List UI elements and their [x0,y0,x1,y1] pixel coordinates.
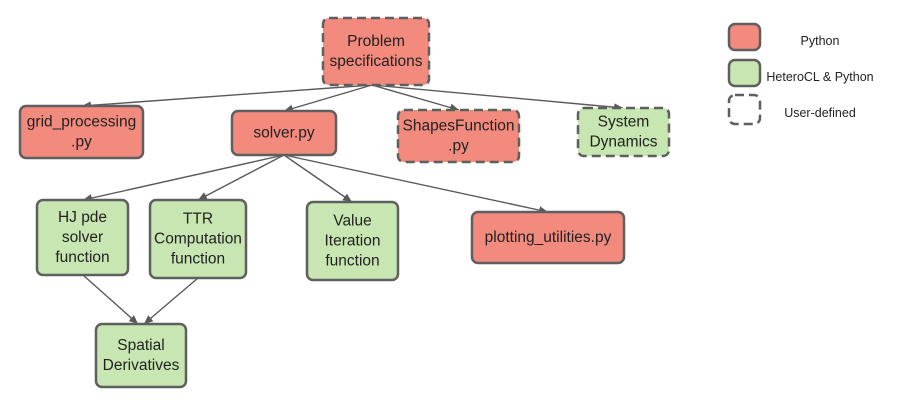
edge-ttr-computation-to-spatial-derivatives [143,277,199,325]
edge-solver-to-plotting-utilities [283,154,549,215]
node-box [18,104,145,160]
edge-solver-to-value-iteration [283,154,353,203]
node-solver[interactable]: solver.py [230,109,338,157]
node-label-line: function [171,251,225,268]
legend-swatch [727,58,762,88]
edge-problem-specifications-to-system-dynamics [371,84,624,112]
node-label-line: ShapesFunction [402,118,514,135]
node-box [576,106,671,158]
edge-solver-to-hj-pde-solver [82,154,285,202]
edge-hj-pde-solver-to-spatial-derivatives [82,274,139,325]
node-label-line: Spatial [117,337,164,354]
node-label-line: Dynamics [589,134,657,151]
node-label-line: Value [333,213,372,230]
node-problem-specifications[interactable]: Problem specifications [321,16,431,87]
node-label-line: solver [62,229,103,246]
node-label-line: .py [448,138,469,155]
edge-problem-specifications-to-shapes-function [371,84,460,112]
edge-problem-specifications-to-solver [283,84,373,113]
edge-problem-specifications-to-grid-processing [81,84,373,110]
node-label-line: grid_processing [27,114,136,131]
node-box [305,200,400,282]
legend-item-heterocl: HeteroCL & Python [727,58,874,88]
node-label-line: Problem [347,33,405,50]
node-label-line: Iteration [324,233,380,250]
node-box [148,198,248,280]
node-plotting-utilities[interactable]: plotting_utilities.py [470,210,626,265]
legend-label: HeteroCL & Python [766,70,873,84]
legend-label: User-defined [784,106,856,120]
node-label-line: TTR [183,211,213,228]
node-label-line: System [598,114,650,131]
legend-item-user-defined: User-defined [727,93,856,126]
legend-item-python: Python [727,22,840,52]
node-box [35,198,130,277]
node-box [396,108,521,164]
node-label-line: solver.py [253,125,314,142]
node-box [321,16,431,87]
edge-solver-to-ttr-computation [197,154,285,201]
node-hj-pde-solver[interactable]: HJ pde solver function [35,198,130,277]
node-box [470,210,626,265]
legend-swatch [727,93,762,126]
node-label-line: function [55,249,109,266]
edges-layer [81,84,624,325]
node-label-line: Computation [154,231,242,248]
node-box [94,322,188,389]
node-label-line: function [325,253,379,270]
legend-label: Python [801,34,840,48]
node-label-line: HJ pde [58,209,107,226]
node-label-line: Derivatives [103,357,180,374]
node-ttr-computation[interactable]: TTR Computation function [148,198,248,280]
node-shapes-function[interactable]: ShapesFunction .py [396,108,521,164]
node-label-line: specifications [329,53,422,70]
node-label-line: .py [71,134,92,151]
node-grid-processing[interactable]: grid_processing .py [18,104,145,160]
nodes-layer: Problem specifications grid_processing .py s… [18,16,671,389]
legend-swatch [727,22,762,52]
node-box [230,109,338,157]
node-label-line: plotting_utilities.py [485,229,612,246]
